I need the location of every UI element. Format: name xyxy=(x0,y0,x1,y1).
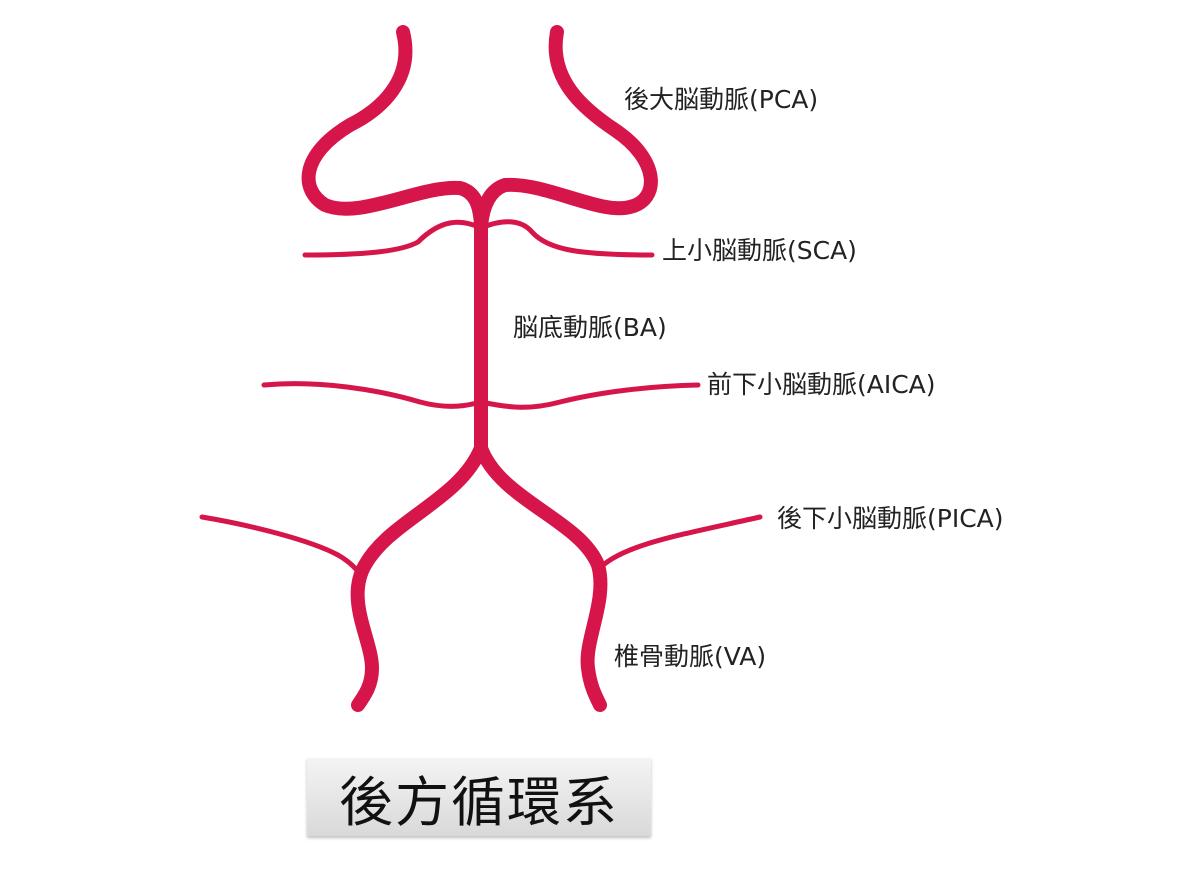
left-sca-vessel xyxy=(302,219,484,258)
vessel-group xyxy=(199,25,763,712)
right-va-vessel xyxy=(474,441,608,712)
aica-label: 前下小脳動脈(AICA) xyxy=(707,370,936,399)
left-pica-vessel xyxy=(199,514,365,581)
sca-label: 上小脳動脈(SCA) xyxy=(662,236,857,265)
left-va-vessel xyxy=(350,441,488,712)
pica-label: 後下小脳動脈(PICA) xyxy=(777,504,1004,533)
diagram-title: 後方循環系 xyxy=(339,770,619,834)
right-pica-vessel xyxy=(595,514,763,573)
right-sca-vessel xyxy=(478,219,655,258)
ba-label: 脳底動脈(BA) xyxy=(513,313,667,342)
left-aica-vessel xyxy=(261,381,484,409)
left-pca-vessel xyxy=(301,25,488,233)
right-pca-vessel xyxy=(474,25,658,233)
label-group: 後大脳動脈(PCA) 上小脳動脈(SCA) 脳底動脈(BA) 前下小脳動脈(AI… xyxy=(513,85,1004,671)
right-aica-vessel xyxy=(478,382,701,410)
title-box: 後方循環系 xyxy=(307,758,651,836)
va-label: 椎骨動脈(VA) xyxy=(614,642,766,671)
pca-label: 後大脳動脈(PCA) xyxy=(624,85,818,114)
